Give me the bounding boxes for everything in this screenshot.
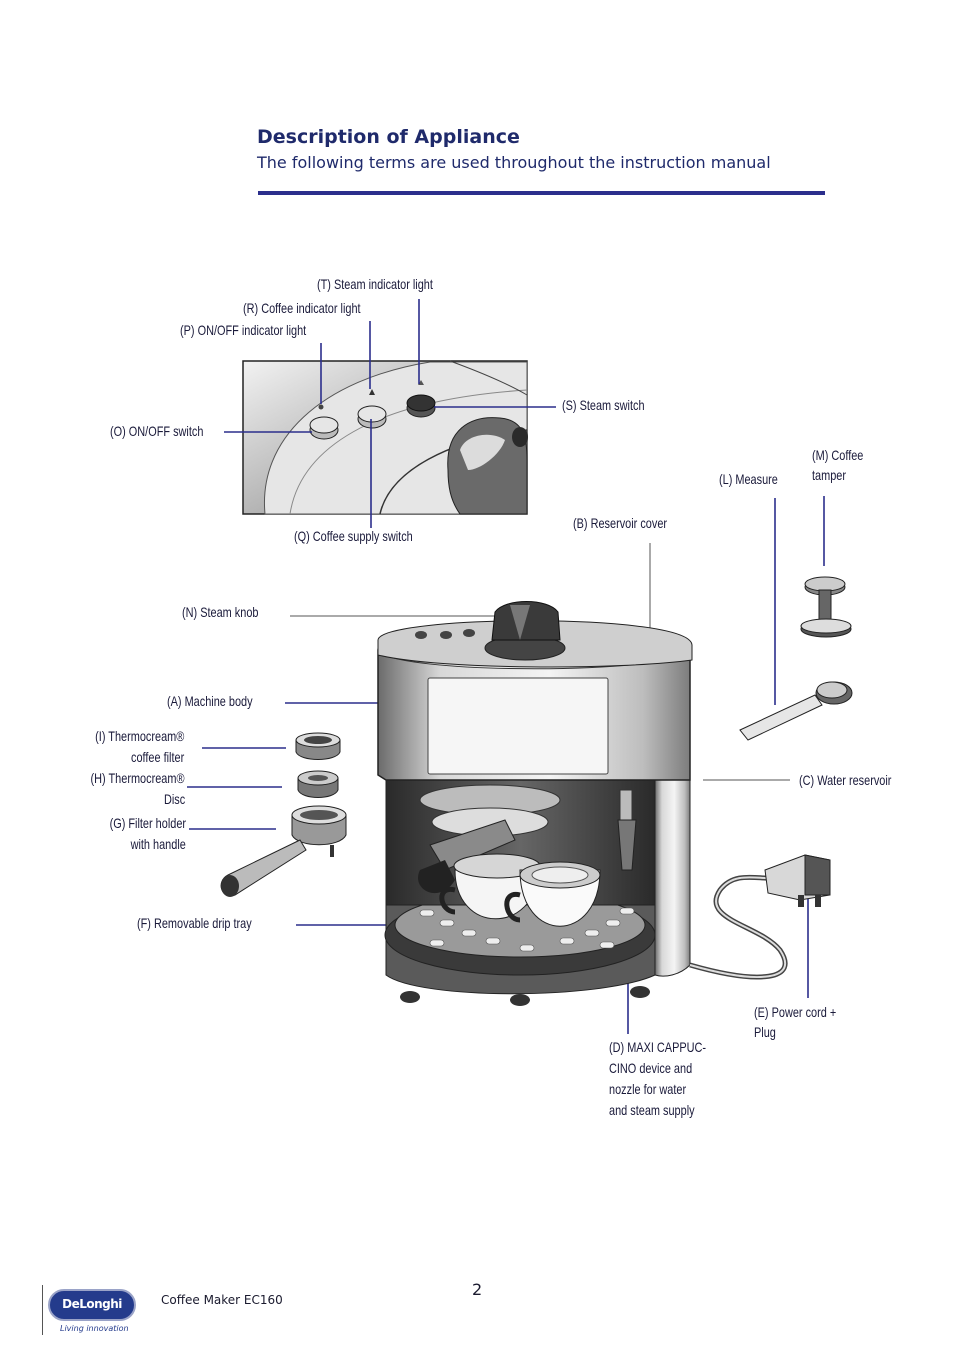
label-on-off-indicator-light: (P) ON/OFF indicator light [180, 322, 307, 338]
label-coffee-tamper-line2: tamper [812, 467, 846, 483]
label-cappuccino-device-line4: and steam supply [609, 1102, 695, 1118]
label-removable-drip-tray: (F) Removable drip tray [137, 915, 252, 931]
coffee-maker-drawing [377, 601, 693, 1006]
brand-logo: DeLonghi [48, 1289, 136, 1321]
coffee-tamper-drawing [800, 576, 852, 638]
power-cord-drawing [689, 854, 831, 980]
label-thermocream-disc-line2: Disc [163, 791, 185, 807]
label-cappuccino-device-line1: (D) MAXI CAPPUC- [609, 1039, 707, 1055]
control-panel-inset [242, 360, 528, 515]
label-coffee-supply-switch: (Q) Coffee supply switch [294, 528, 413, 544]
title-divider [258, 191, 825, 195]
label-thermocream-filter-line1: (I) Thermocream® [94, 728, 184, 744]
page-title: Description of Appliance [257, 126, 520, 148]
label-reservoir-cover: (B) Reservoir cover [573, 515, 668, 531]
thermocream-disc-drawing [297, 770, 339, 798]
label-steam-knob: (N) Steam knob [182, 604, 259, 620]
page-subtitle: The following terms are used throughout … [257, 153, 771, 172]
measure-drawing [739, 681, 853, 741]
label-cappuccino-device-line2: CINO device and [609, 1060, 693, 1076]
label-coffee-tamper-line1: (M) Coffee [812, 447, 864, 463]
thermocream-filter-drawing [295, 732, 341, 760]
label-on-off-switch: (O) ON/OFF switch [110, 423, 204, 439]
label-power-cord-line1: (E) Power cord + [754, 1004, 837, 1020]
label-filter-holder-line1: (G) Filter holder [109, 815, 186, 831]
label-cappuccino-device-line3: nozzle for water [609, 1081, 687, 1097]
label-thermocream-disc-line1: (H) Thermocream® [90, 770, 185, 786]
product-name: Coffee Maker EC160 [161, 1293, 283, 1307]
label-machine-body: (A) Machine body [167, 693, 253, 709]
label-thermocream-filter-line2: coffee filter [130, 749, 184, 765]
brand-tagline: Living innovation [60, 1324, 129, 1333]
filter-holder-drawing [220, 805, 347, 897]
label-power-cord-line2: Plug [754, 1024, 776, 1040]
label-steam-switch: (S) Steam switch [562, 397, 645, 413]
label-steam-indicator-light: (T) Steam indicator light [317, 276, 433, 292]
logo-divider [42, 1285, 43, 1335]
label-water-reservoir: (C) Water reservoir [799, 772, 892, 788]
label-measure: (L) Measure [719, 471, 778, 487]
page-number: 2 [472, 1280, 483, 1299]
label-coffee-indicator-light: (R) Coffee indicator light [243, 300, 361, 316]
label-filter-holder-line2: with handle [130, 836, 186, 852]
brand-logo-text: DeLonghi [62, 1297, 122, 1311]
